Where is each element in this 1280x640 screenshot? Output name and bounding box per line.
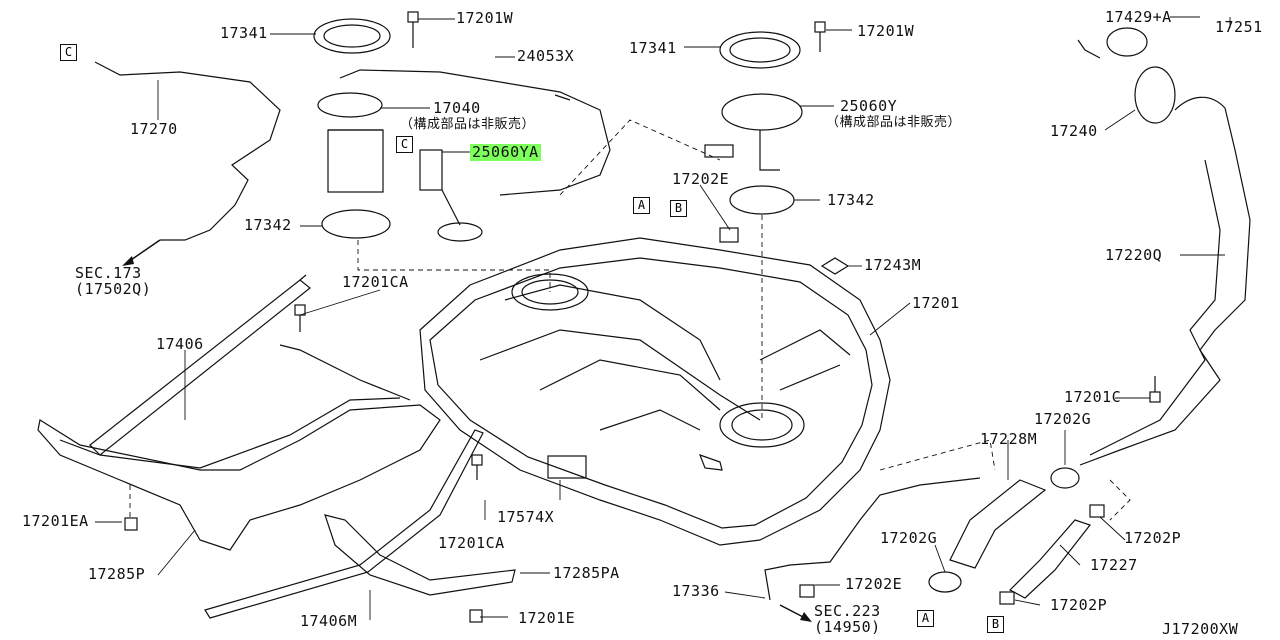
label-17202G-right: 17202G [1034, 410, 1092, 428]
diagram-code: J17200XW [1162, 620, 1239, 638]
bolt-17201W-left[interactable] [407, 11, 419, 48]
tube-17336[interactable] [764, 477, 981, 601]
bolt-17201C[interactable] [1149, 376, 1161, 403]
label-17202P-lower: 17202P [1050, 596, 1108, 614]
fuel-tank[interactable] [419, 237, 891, 546]
label-17202G-lower: 17202G [880, 529, 938, 547]
gasket-17341-left[interactable] [313, 18, 391, 54]
label-17201W-left: 17201W [456, 9, 514, 27]
ref-box-c-left: C [60, 44, 77, 61]
bolt-17201CA-bottom[interactable] [471, 454, 483, 480]
label-17201EA: 17201EA [22, 512, 89, 530]
label-17342-right: 17342 [827, 191, 875, 209]
hose-17228M[interactable] [949, 479, 1047, 569]
clip-17202E-bottom[interactable] [799, 584, 815, 598]
fuel-pump-17040[interactable] [317, 92, 483, 242]
fuel-level-sender-25060YA[interactable] [419, 149, 461, 226]
ref-box-b-tank: B [670, 200, 687, 217]
label-25060Y: 25060Y [840, 97, 898, 115]
label-17429A: 17429+A [1105, 8, 1172, 26]
label-24053X: 24053X [517, 47, 575, 65]
dashed-guides [129, 119, 1131, 521]
label-17040: 17040 [433, 99, 481, 117]
arrow-sec173 [122, 239, 161, 266]
label-17201W-center: 17201W [857, 22, 915, 40]
bolt-17201W-center[interactable] [814, 21, 826, 52]
label-sec223: SEC.223 [814, 602, 881, 620]
label-17342-left: 17342 [244, 216, 292, 234]
leader-lines [95, 16, 1231, 620]
arrow-sec223 [779, 604, 812, 622]
label-17202E-top: 17202E [672, 170, 730, 188]
filler-cap-17251[interactable] [1106, 27, 1148, 57]
ref-box-a-bottom: A [917, 610, 934, 627]
nut-17201E[interactable] [469, 609, 483, 623]
ref-box-a-tank: A [633, 197, 650, 214]
o-ring-17342-left[interactable] [321, 209, 391, 239]
heat-insulator-17285PA[interactable] [324, 514, 516, 596]
label-17201CA-top: 17201CA [342, 273, 409, 291]
label-sec173-ref: (17502Q) [75, 280, 152, 298]
label-17240: 17240 [1050, 122, 1098, 140]
clamp-17202G-right[interactable] [1050, 467, 1080, 489]
hose-17227[interactable] [1009, 519, 1091, 599]
label-17285P: 17285P [88, 565, 146, 583]
label-17228M: 17228M [980, 430, 1038, 448]
label-17341-center: 17341 [629, 39, 677, 57]
heat-insulator-17406[interactable] [37, 344, 441, 551]
label-17202P-upper: 17202P [1124, 529, 1182, 547]
label-17201CA-bottom: 17201CA [438, 534, 505, 552]
label-17202E-bottom: 17202E [845, 575, 903, 593]
tank-band-17406[interactable] [89, 274, 311, 456]
label-sec173: SEC.173 [75, 264, 142, 282]
label-17406M: 17406M [300, 612, 358, 630]
label-25060Y-note: （構成部品は非販売） [826, 115, 962, 130]
label-17201: 17201 [912, 294, 960, 312]
filler-tube-17220Q[interactable] [1079, 96, 1251, 466]
tank-band-17406M[interactable] [204, 429, 484, 619]
label-17336: 17336 [672, 582, 720, 600]
label-sec223-ref: (14950) [814, 618, 881, 636]
filler-ring-17240[interactable] [1134, 66, 1176, 124]
label-17270: 17270 [130, 120, 178, 138]
label-17227: 17227 [1090, 556, 1138, 574]
gasket-17341-center[interactable] [719, 31, 801, 69]
tube-17270[interactable] [94, 61, 281, 241]
label-17220Q: 17220Q [1105, 246, 1163, 264]
label-17243M: 17243M [864, 256, 922, 274]
spacer-17574X[interactable] [547, 455, 587, 479]
label-17285PA: 17285PA [553, 564, 620, 582]
label-17406: 17406 [156, 335, 204, 353]
label-17251: 17251 [1215, 18, 1263, 36]
clamp-17202P-lower[interactable] [999, 591, 1015, 605]
tether-17429A[interactable] [1077, 39, 1101, 59]
clamp-17202P-upper[interactable] [1089, 504, 1105, 518]
label-25060YA: 25060YA [470, 143, 541, 161]
label-17341-left: 17341 [220, 24, 268, 42]
label-17201C: 17201C [1064, 388, 1122, 406]
nut-17201EA[interactable] [124, 517, 138, 531]
sender-plate-25060Y[interactable] [704, 93, 803, 171]
ref-box-b-bottom: B [987, 616, 1004, 633]
ref-box-c-pump: C [396, 136, 413, 153]
label-17574X: 17574X [497, 508, 555, 526]
harness-24053X[interactable] [339, 69, 611, 196]
label-17040-note: （構成部品は非販売） [400, 117, 536, 132]
label-17201E: 17201E [518, 609, 576, 627]
